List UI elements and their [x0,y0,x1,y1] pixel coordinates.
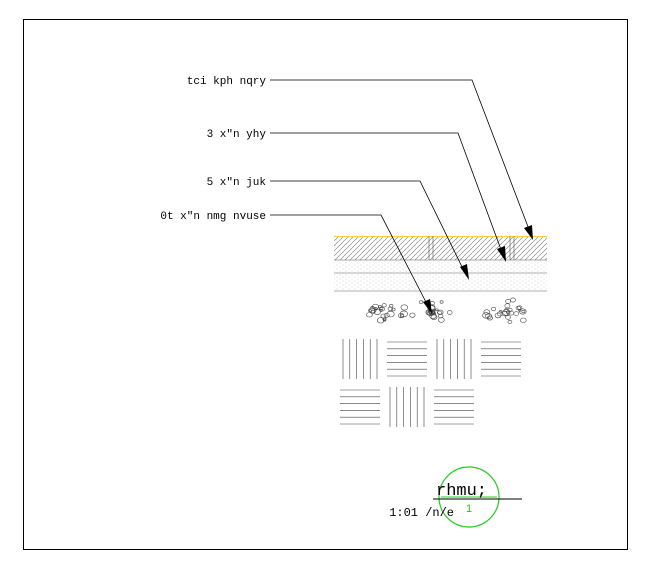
gravel-pebble [371,303,379,310]
gravel-pebble [483,309,491,315]
gravel-pebble [506,310,510,314]
gravel-layer [366,297,527,324]
gravel-pebble [491,306,497,312]
compacted-soil [340,339,521,427]
gravel-pebble [379,306,384,311]
label-layer-1: tci kph nqry [187,76,267,88]
gravel-pebble [505,315,511,320]
gravel-pebble [510,297,516,303]
drawing-frame [23,19,628,550]
label-layer-2: 3 x"n yhy [207,129,267,141]
gravel-pebble [400,304,408,311]
layer-labels: tci kph nqry 3 x"n yhy 5 x"n juk 0t x"n … [160,76,266,223]
gravel-pebble [386,310,395,318]
detail-bubble [438,466,500,528]
arrowhead-4 [423,299,432,314]
gravel-pebble [382,317,387,321]
gravel-pebble [507,319,513,324]
detail-number-bottom: 1 [466,503,472,515]
detail-title: rhmu; [436,482,487,501]
gravel-pebble [508,310,515,316]
leader-line-1 [270,79,531,233]
gravel-pebble [366,312,373,318]
gravel-pebble [513,311,519,316]
gravel-pebble [379,308,383,312]
gravel-pebble [369,307,377,314]
gravel-pebble [399,314,405,318]
gravel-pebble [371,309,376,314]
gravel-pebble [409,312,416,318]
leader-line-2 [270,132,504,256]
gravel-pebble [387,306,393,311]
gravel-pebble [382,318,387,322]
label-layer-4: 0t x"n nmg nvuse [160,211,266,223]
hatched-top-layer [334,235,547,261]
gravel-pebble [428,309,435,315]
gravel-pebble [377,317,385,324]
gravel-pebble [437,309,444,315]
gravel-pebble [517,305,523,310]
gravel-pebble [381,303,387,308]
leader-line-4 [270,214,429,307]
gravel-pebble [494,312,502,319]
gravel-pebble [447,310,453,315]
gravel-pebble [438,314,444,319]
arrowhead-1 [524,225,533,240]
arrowheads [423,225,533,314]
gravel-pebble [419,300,424,304]
leader-line-3 [270,180,466,274]
gravel-pebble [368,308,372,312]
gravel-pebble [439,300,444,304]
gravel-pebble [429,313,437,319]
gravel-pebble [499,309,503,313]
gravel-pebble [521,309,526,314]
gravel-pebble [435,308,439,312]
arrowhead-2 [497,246,506,262]
gravel-pebble [505,299,511,304]
leader-lines [270,79,531,307]
gravel-pebble [383,312,390,318]
arrowhead-3 [460,264,469,280]
gravel-pebble [520,317,527,323]
gravel-pebble [486,315,493,321]
label-layer-3: 5 x"n juk [207,177,267,189]
gravel-pebble [504,303,511,309]
gravel-pebble [437,317,445,323]
sand-layers [334,261,547,292]
detail-title-block: 1 rhmu; 1:01 /n/e [389,466,522,528]
gravel-pebble [373,309,381,315]
gravel-pebble [377,305,382,309]
detail-scale: 1:01 /n/e [389,506,454,520]
gravel-pebble [391,307,396,312]
